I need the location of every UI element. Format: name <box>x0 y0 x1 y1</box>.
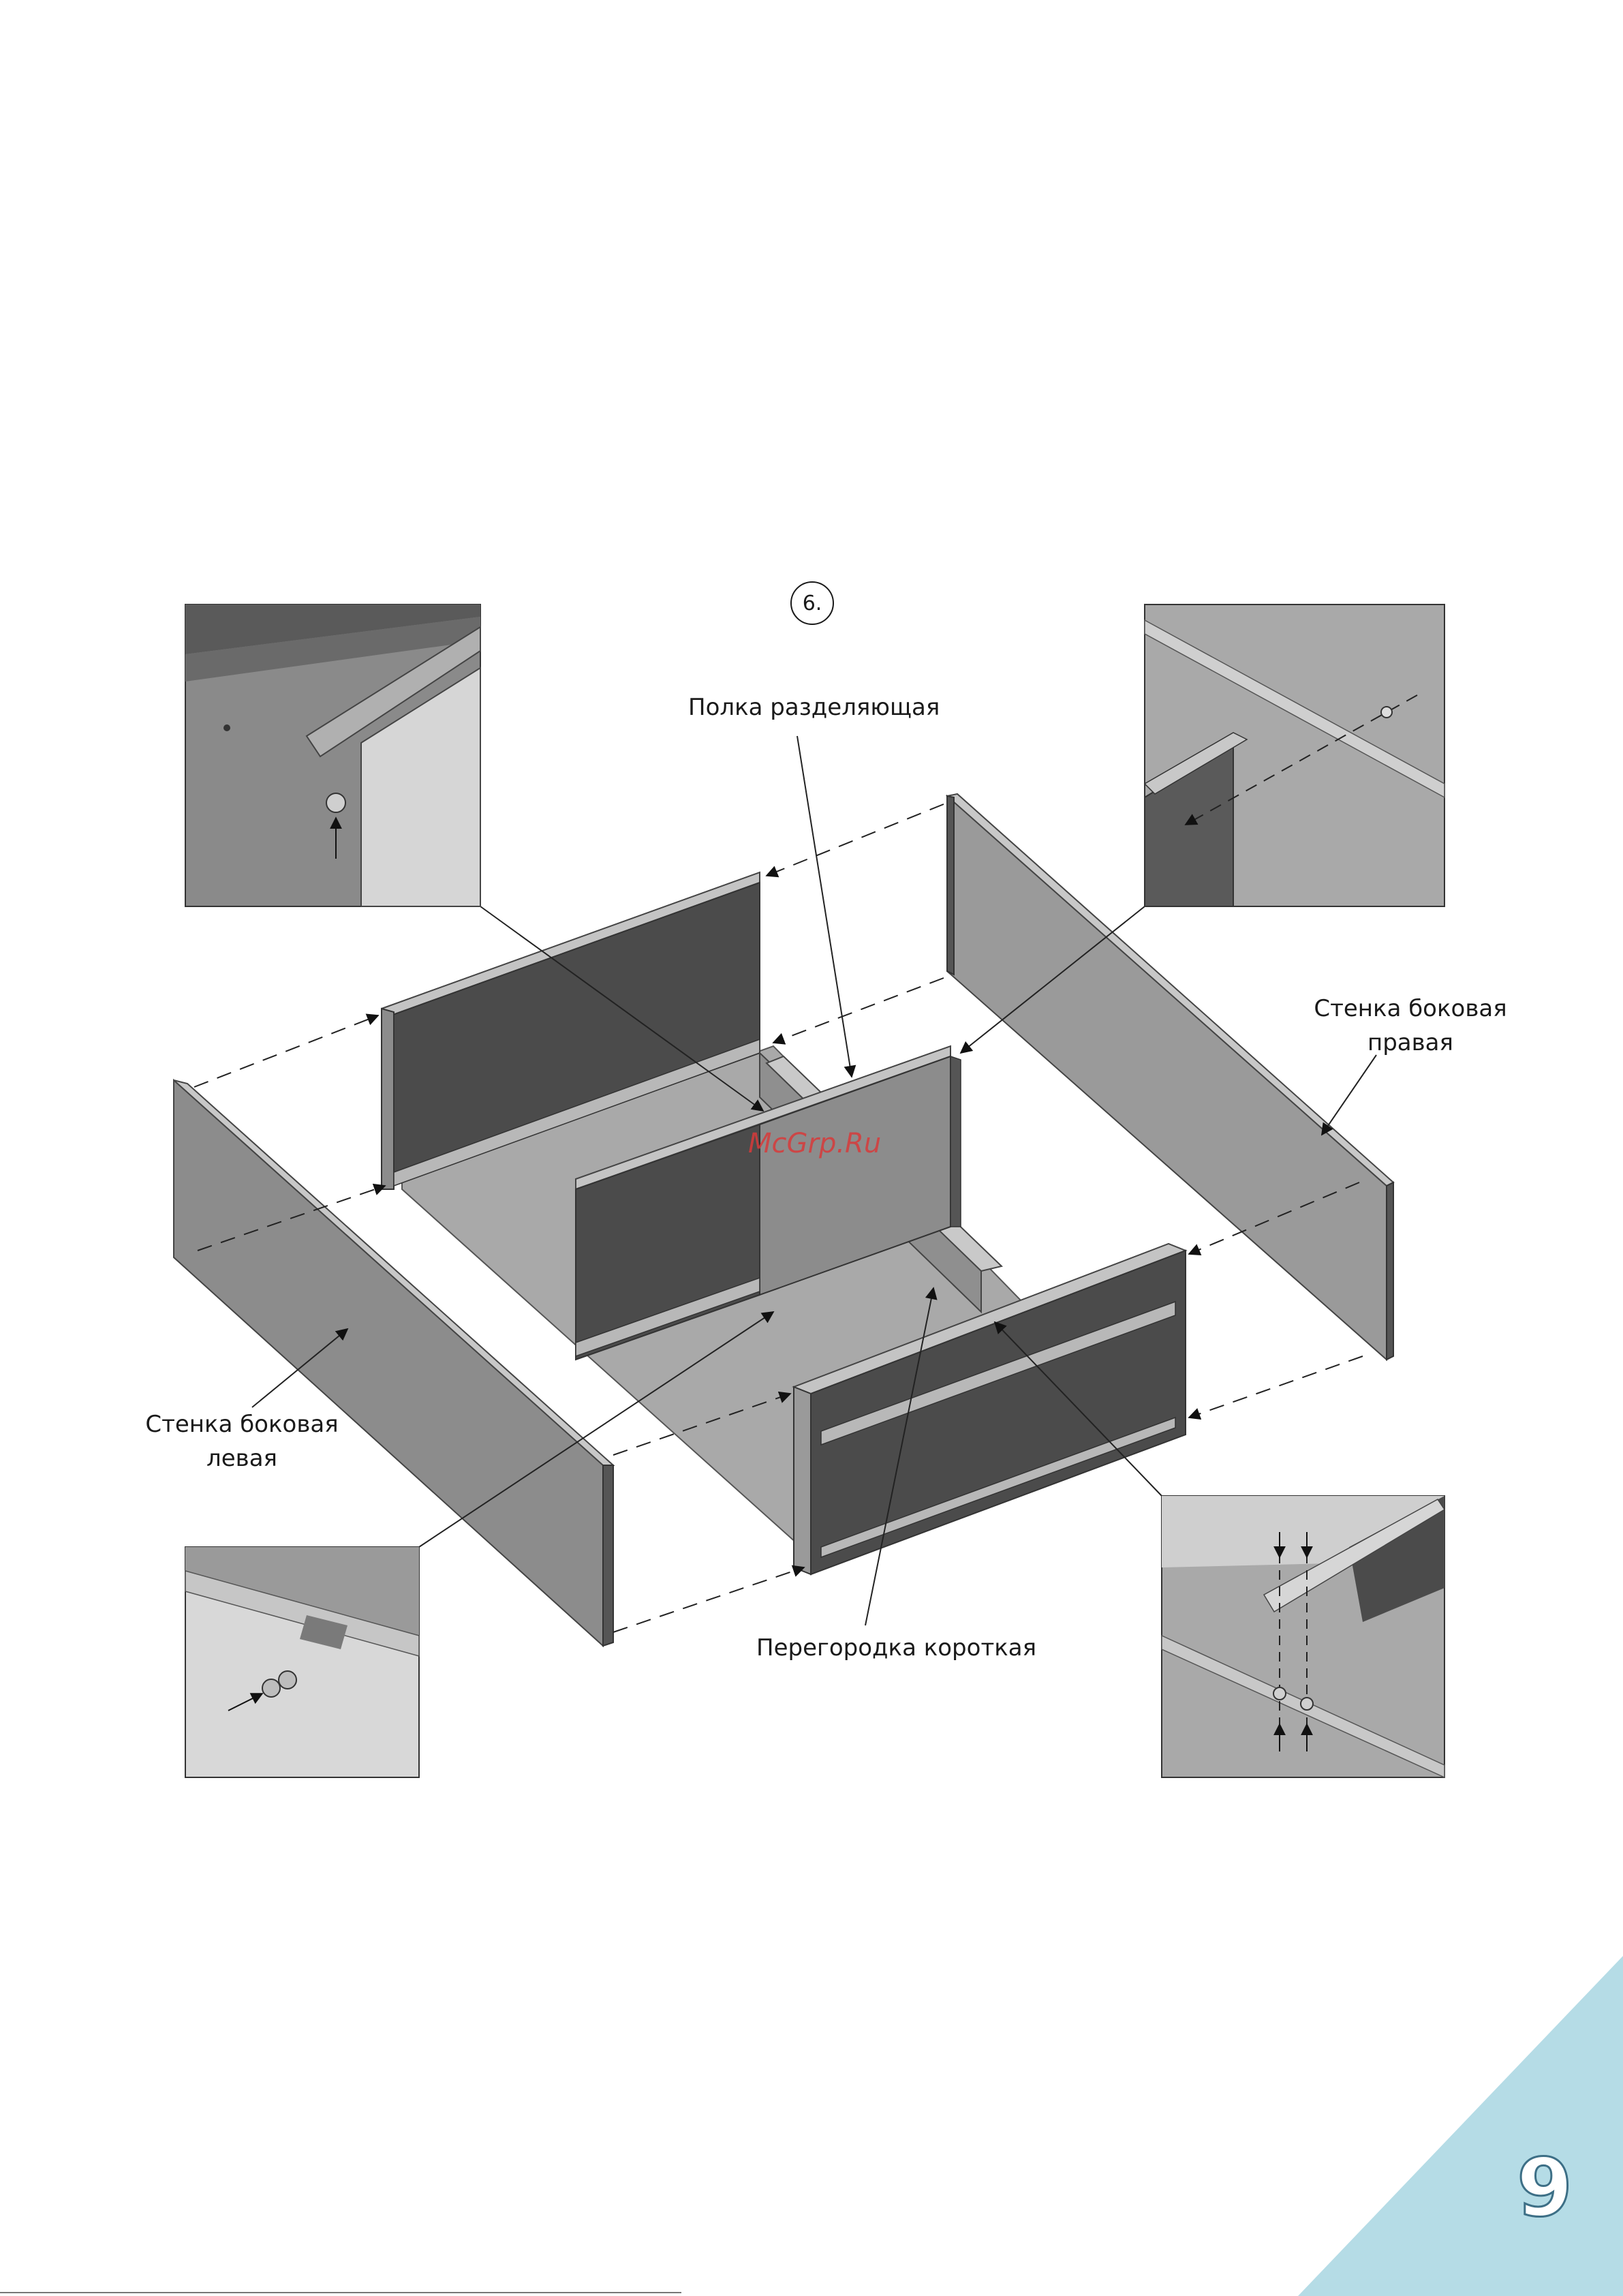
detail-callout-bottom-right <box>1162 1496 1444 1777</box>
label-partition-short: Перегородка короткая <box>756 1631 1036 1665</box>
step-number: 6. <box>803 592 822 615</box>
label-side-left-line1: Стенка боковая <box>136 1407 347 1441</box>
step-number-badge: 6. <box>790 581 834 625</box>
detail-callout-top-right <box>1145 604 1444 906</box>
label-side-right: Стенка боковая правая <box>1295 992 1526 1060</box>
detail-callout-top-left <box>185 604 480 906</box>
label-shelf-divider: Полка разделяющая <box>688 690 940 724</box>
corner-triangle <box>1298 1956 1623 2296</box>
label-side-left-line2: левая <box>136 1441 347 1475</box>
label-side-left: Стенка боковая левая <box>136 1407 347 1475</box>
label-side-right-line2: правая <box>1295 1026 1526 1060</box>
watermark: McGrp.Ru <box>748 1128 881 1159</box>
detail-callout-bottom-left <box>185 1547 419 1777</box>
label-side-right-line1: Стенка боковая <box>1295 992 1526 1026</box>
page-number: 9 <box>1507 2140 1582 2235</box>
